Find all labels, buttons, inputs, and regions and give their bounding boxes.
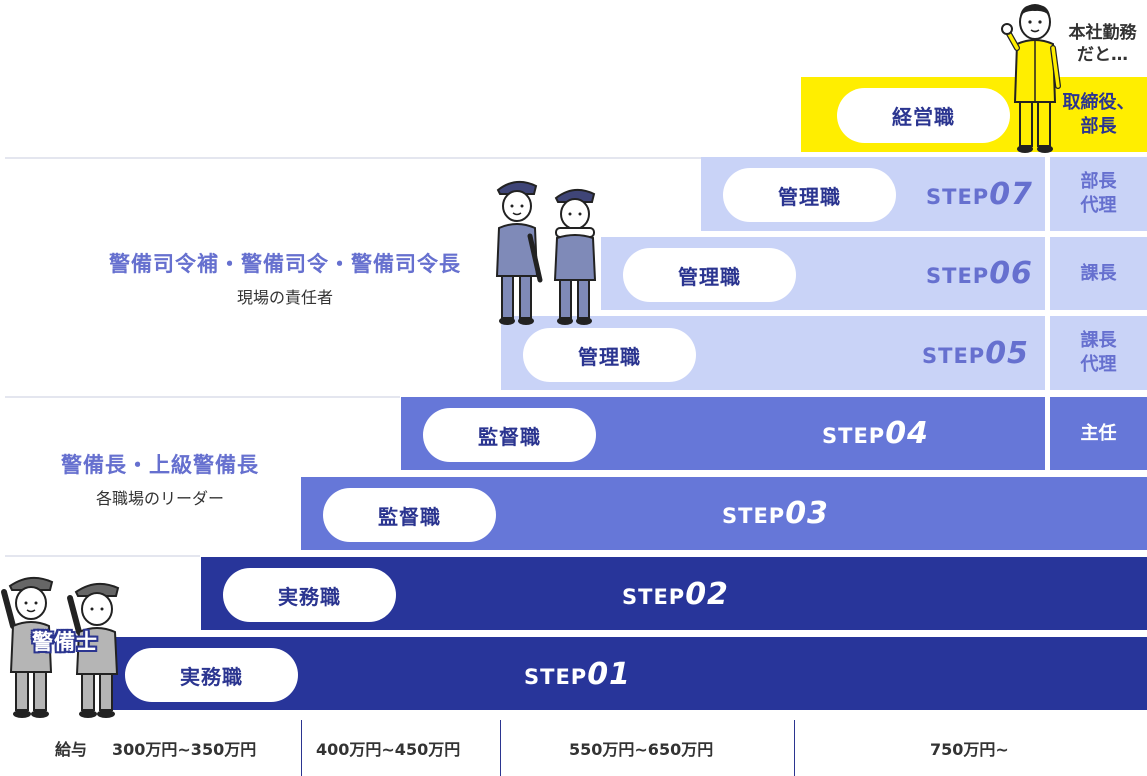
salary-range: 750万円~ [930,740,1009,759]
executive-side-title: 取締役、 部長 [1062,92,1135,137]
group-subtitle: 現場の責任者 [236,288,333,307]
salary-range: 550万円~650万円 [569,740,714,759]
salary-range: 400万円~450万円 [316,740,461,759]
group-title: 警備司令補・警備司令・警備司令長 [109,252,461,276]
guard-figures [0,572,132,720]
salary-divider [301,720,302,776]
step-06-side-title: 課長 [1050,237,1147,310]
executive-role-pill: 経営職 [837,88,1010,143]
group-label-leaders: 警備長・上級警備長 各職場のリーダー [20,449,300,509]
step-03-role-pill: 監督職 [323,488,496,542]
separator-line [5,396,400,398]
salary-divider [500,720,501,776]
executive-figure [1000,2,1070,154]
separator-line [5,555,200,557]
speech-text: 本社勤務 だと… [1068,23,1137,65]
salary-divider [794,720,795,776]
step-05-role-pill: 管理職 [523,328,696,382]
separator-line [5,157,805,159]
step-07-side-title: 部長 代理 [1050,157,1147,231]
group-title: 警備長・上級警備長 [61,453,259,477]
step-02-role-pill: 実務職 [223,568,396,622]
guard-label: 警備士 [32,630,98,654]
group-label-commanders: 警備司令補・警備司令・警備司令長 現場の責任者 [60,248,510,308]
group-subtitle: 各職場のリーダー [95,489,224,508]
step-01-role-pill: 実務職 [125,648,298,702]
commander-figures [494,176,606,326]
step-06-role-pill: 管理職 [623,248,796,302]
step-04-side-title: 主任 [1050,397,1147,470]
step-05-side-title: 課長 代理 [1050,316,1147,390]
step-04-role-pill: 監督職 [423,408,596,462]
salary-range: 300万円~350万円 [112,740,257,759]
step-07-role-pill: 管理職 [723,168,896,222]
salary-label: 給与 [55,740,88,759]
